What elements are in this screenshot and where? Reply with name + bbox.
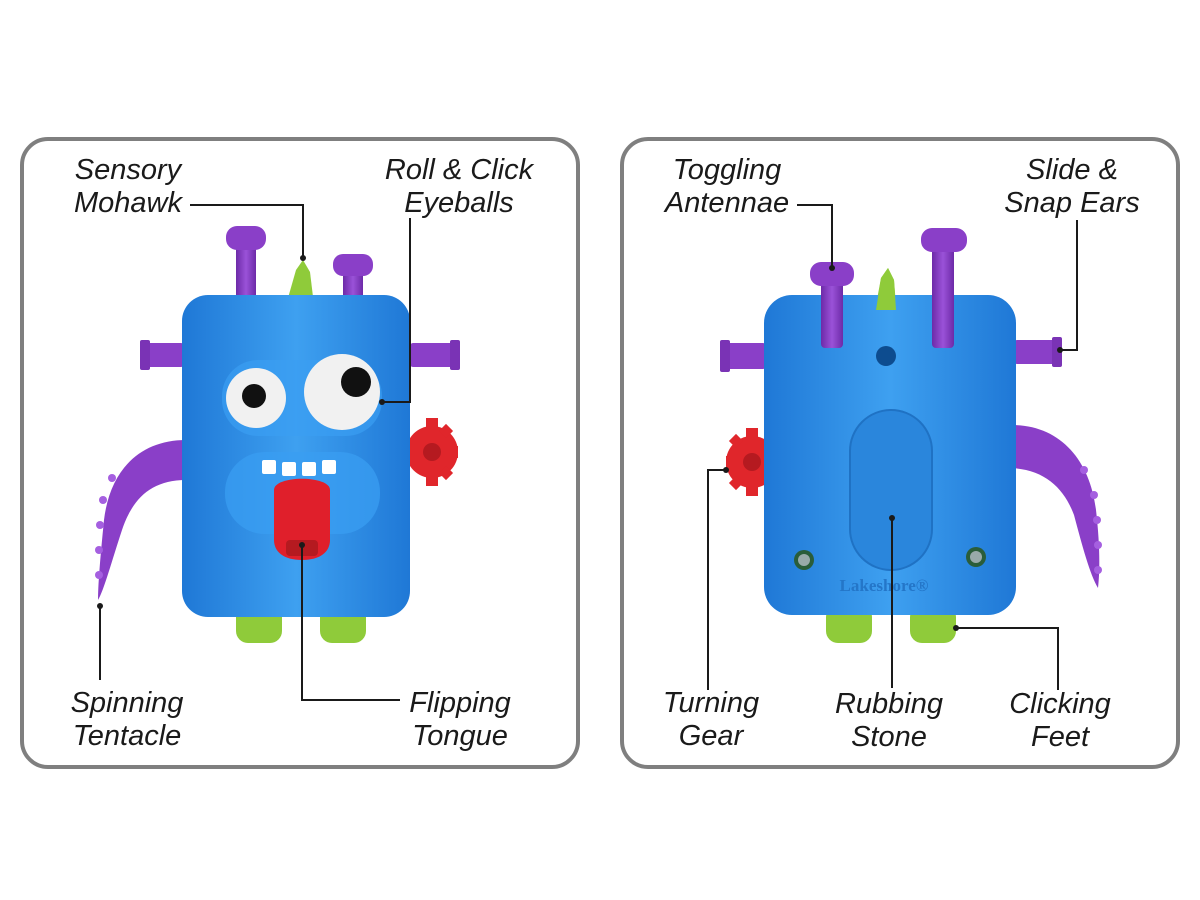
label-clicking-feet: Clicking Feet [1000,688,1120,754]
label-rubbing-stone: Rubbing Stone [826,688,952,754]
front-tentacle [98,440,186,600]
label-line: Flipping [409,687,511,719]
label-line: Stone [851,721,927,753]
label-line: Turning [662,687,760,719]
label-flipping-tongue: Flipping Tongue [398,687,522,753]
label-line: Tongue [412,720,508,752]
label-roll-click-eyeballs: Roll & Click Eyeballs [374,154,544,220]
label-line: Gear [678,720,744,752]
back-toy [720,228,1102,643]
label-slide-snap-ears: Slide & Snap Ears [996,154,1148,220]
back-tentacle [1012,425,1100,588]
label-line: Snap Ears [1004,187,1140,219]
front-tongue [274,478,330,560]
front-mohawk [286,260,314,305]
label-line: Spinning [70,687,184,719]
label-line: Rubbing [834,688,944,720]
front-toy [95,226,460,643]
label-line: Antennae [664,187,790,219]
label-line: Clicking [1009,688,1111,720]
label-line: Eyeballs [404,187,514,219]
front-gear [406,418,458,486]
label-turning-gear: Turning Gear [652,687,770,753]
label-line: Toggling [672,154,782,186]
back-brand-mark: Lakeshore® [840,576,929,595]
label-line: Roll & Click [384,154,534,186]
label-line: Sensory [74,154,182,186]
label-line: Mohawk [74,187,182,219]
label-line: Slide & [1026,154,1118,186]
label-line: Feet [1030,721,1090,753]
label-line: Tentacle [72,720,182,752]
label-toggling-antennae: Toggling Antennae [652,154,802,220]
label-sensory-mohawk: Sensory Mohawk [66,154,190,220]
label-spinning-tentacle: Spinning Tentacle [60,687,194,753]
